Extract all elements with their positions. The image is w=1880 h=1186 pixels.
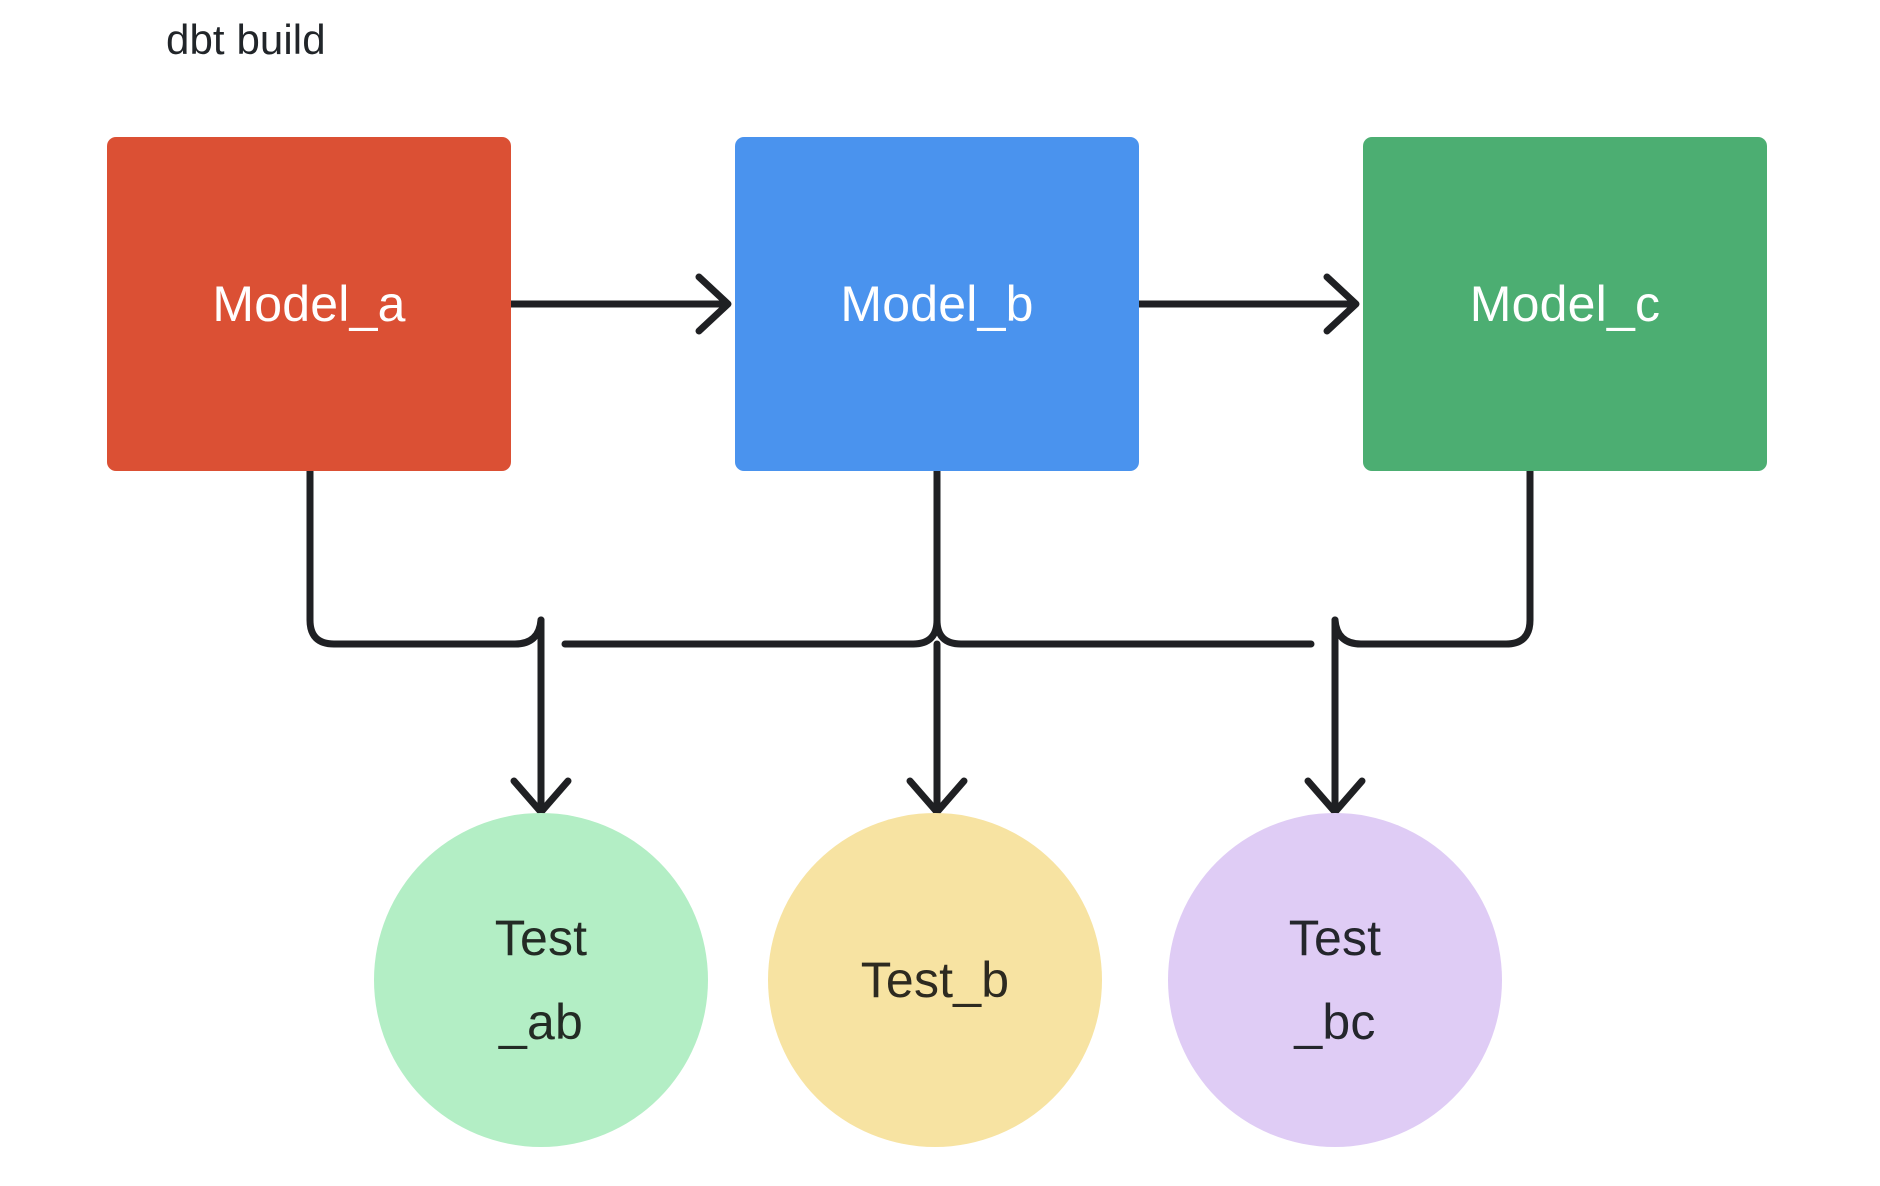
- model-node-label: Model_a: [212, 275, 406, 332]
- model-node-model-a[interactable]: Model_a: [107, 137, 511, 471]
- test-node-label: Test _bc: [1288, 910, 1382, 1050]
- test-node-test-ab[interactable]: Test _ab: [374, 813, 708, 1147]
- edge-model-a-to-model-b: [507, 273, 732, 335]
- edge-model-b-to-model-c: [1135, 273, 1360, 335]
- model-node-model-c[interactable]: Model_c: [1363, 137, 1767, 471]
- edge-model-a-to-test-ab: [306, 467, 519, 648]
- edge-bus-left: [511, 616, 545, 648]
- test-node-label: Test _ab: [494, 910, 588, 1050]
- model-node-model-b[interactable]: Model_b: [735, 137, 1139, 471]
- test-node-test-bc[interactable]: Test _bc: [1168, 813, 1502, 1147]
- edge-model-c-to-test-bc: [1331, 467, 1534, 648]
- edge-drop-test-b: [906, 640, 968, 816]
- model-node-label: Model_b: [840, 275, 1034, 332]
- edge-bus-center-right: [933, 616, 1315, 648]
- edge-drop-test-ab: [510, 616, 572, 816]
- edge-bus-center-left: [561, 616, 941, 648]
- model-node-label: Model_c: [1469, 275, 1661, 332]
- test-node-label: Test_b: [860, 952, 1010, 1008]
- page-title: dbt build: [166, 16, 326, 63]
- test-node-test-b[interactable]: Test_b: [768, 813, 1102, 1147]
- edge-drop-test-bc: [1304, 616, 1366, 816]
